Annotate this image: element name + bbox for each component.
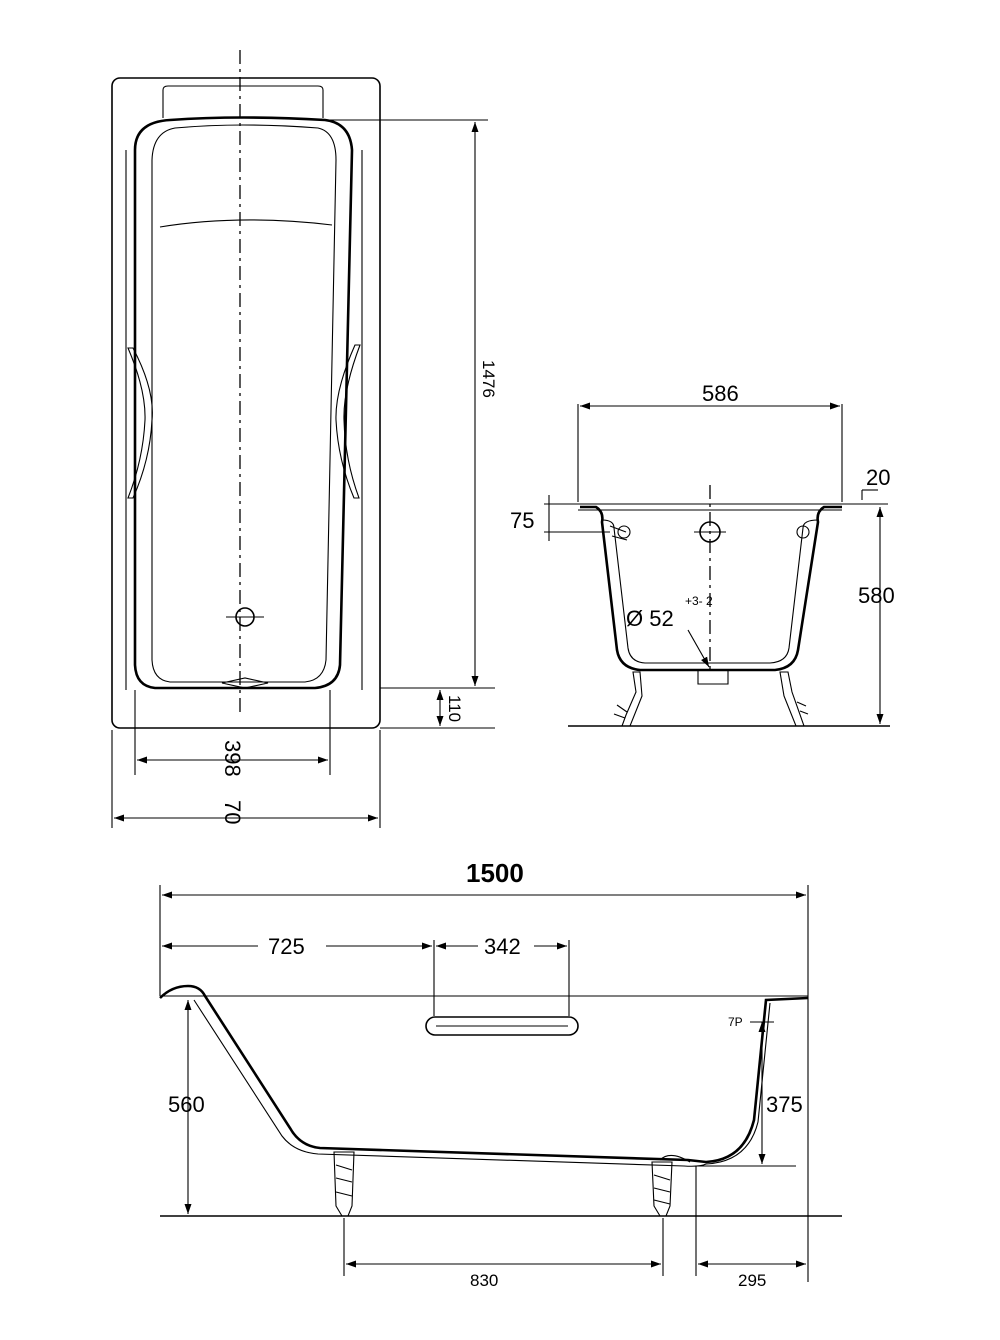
dim-inner-width-label: 398 [220, 740, 245, 777]
side-view-grip [425, 1016, 579, 1036]
top-view-basin-inner [151, 124, 337, 683]
dim-foot-height-label: 375 [766, 1092, 803, 1117]
end-view-drain [697, 670, 729, 685]
side-view-left-leg [333, 1151, 355, 1217]
dim-height-label: 580 [858, 583, 895, 608]
dim-grip-offset-label: 725 [268, 934, 305, 959]
right-grip [335, 344, 361, 499]
dim-outer-width-label: 70 [220, 800, 245, 824]
top-view-slope-line [159, 219, 333, 228]
top-view-headrest [162, 85, 324, 118]
dim-total-length-label: 1500 [466, 858, 524, 888]
dim-foot-small-label: 7P [728, 1015, 743, 1029]
dim-rim-label: 20 [866, 465, 890, 490]
end-view: 586 20 75 580 Ø 52 +3- 2 [510, 381, 895, 727]
dim-length-label: 1476 [479, 360, 498, 398]
dim-overflow-height-label: 75 [510, 508, 534, 533]
dim-width-label: 586 [702, 381, 739, 406]
top-view-overflow [221, 677, 269, 689]
left-grip [127, 347, 153, 499]
end-view-left-leg [621, 671, 643, 727]
end-view-body [580, 505, 842, 672]
dim-drain-tolerance: +3- 2 [685, 594, 713, 608]
top-view-outer-rim [111, 77, 381, 729]
dim-grip-length-label: 342 [484, 934, 521, 959]
dim-leg-offset-label: 295 [738, 1271, 766, 1290]
top-view: 1476 110 398 70 [111, 50, 498, 828]
dim-drain-label: Ø 52 [626, 606, 674, 631]
end-view-right-leg [779, 671, 805, 727]
dim-end-label: 110 [445, 695, 464, 722]
side-view: 1500 725 342 560 375 7P 830 295 [159, 858, 842, 1290]
dim-head-height-label: 560 [168, 1092, 205, 1117]
top-view-basin [133, 116, 354, 690]
dim-leg-spacing-label: 830 [470, 1271, 498, 1290]
side-view-right-leg [651, 1161, 673, 1217]
side-view-body [159, 984, 809, 1164]
